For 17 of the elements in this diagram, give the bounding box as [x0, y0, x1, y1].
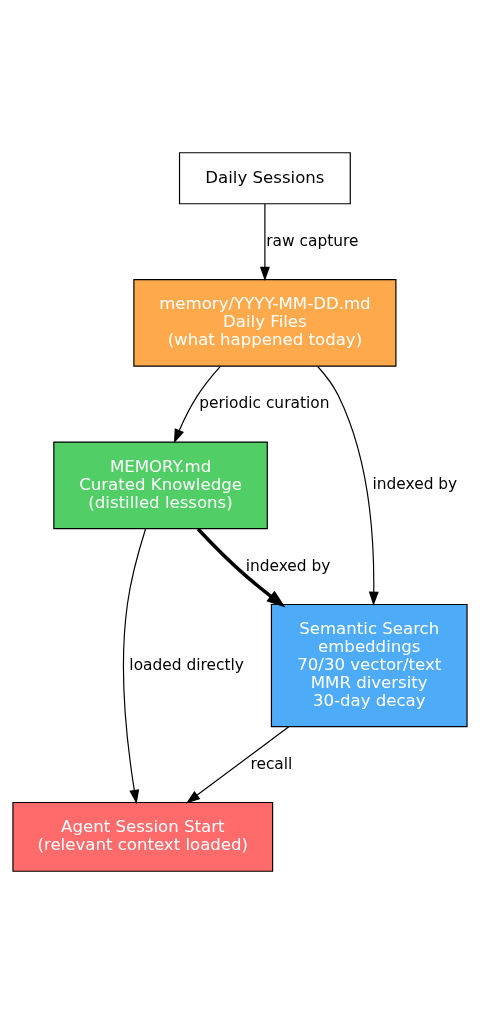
arrow: [173, 365, 221, 444]
edge-label: indexed by: [245, 556, 331, 575]
arrow: [186, 726, 290, 804]
arrow: [196, 527, 286, 608]
node-box: Agent Session Start (relevant context loaded): [12, 801, 274, 872]
edge-label: recall: [250, 754, 293, 773]
node-box: MEMORY.md Curated Knowledge (distilled lessons): [53, 441, 268, 530]
edge-label: loaded directly: [129, 655, 244, 674]
edge-label: indexed by: [372, 475, 458, 494]
node-box: Daily Sessions: [178, 152, 351, 205]
arrow: [123, 528, 147, 804]
edge-label: raw capture: [266, 231, 359, 250]
edge-label: periodic curation: [199, 394, 330, 413]
arrow: [259, 203, 270, 281]
node-box: Semantic Search embeddings 70/30 vector/text MMR diversity 30-day decay: [270, 603, 468, 728]
node-box: memory/YYYY-MM-DD.md Daily Files (what happened today): [133, 279, 397, 367]
arrow: [317, 365, 379, 606]
